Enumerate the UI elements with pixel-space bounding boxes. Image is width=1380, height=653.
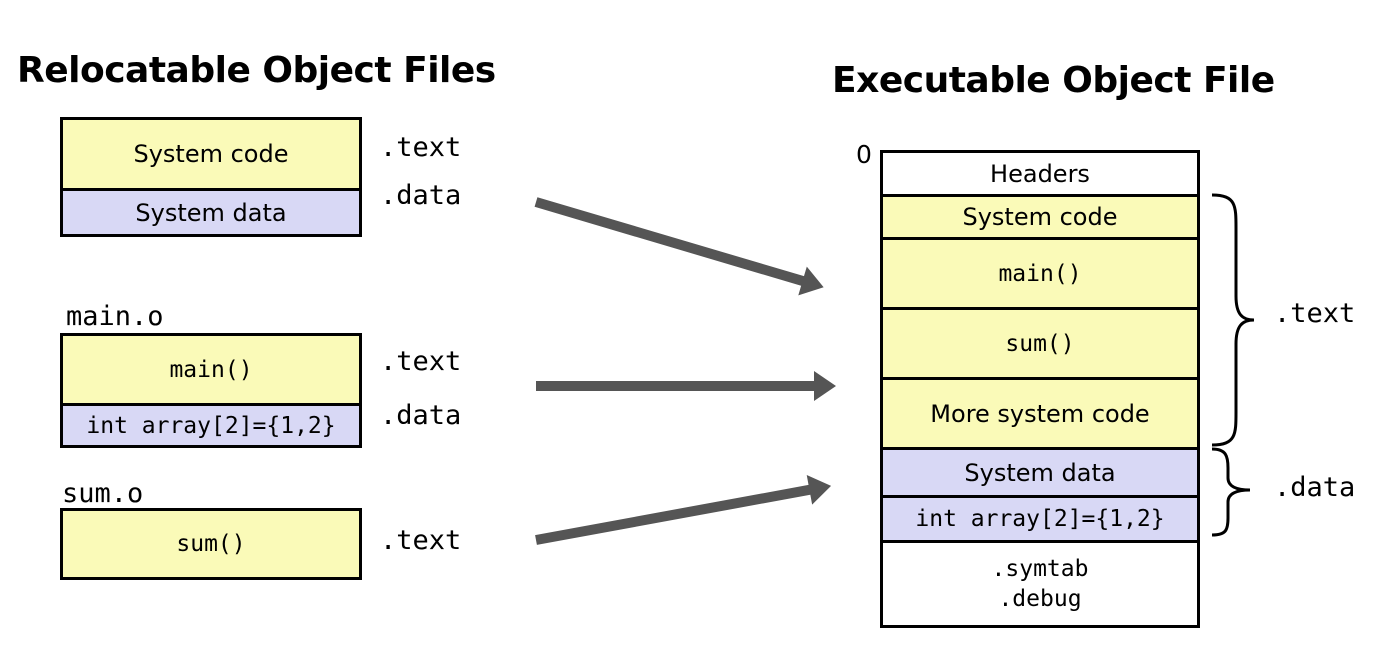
more-system-code-segment: More system code <box>883 377 1197 447</box>
address-zero: 0 <box>856 140 872 169</box>
array-data-section: int array[2]={1,2} <box>60 403 362 448</box>
file-name-main-o: main.o <box>66 301 164 332</box>
left-title: Relocatable Object Files <box>17 50 496 91</box>
system-data-segment: System data <box>883 447 1197 495</box>
text-brace <box>1211 193 1255 447</box>
debug-label: .debug <box>998 586 1082 612</box>
arrow-main <box>536 371 836 401</box>
array-data-segment: int array[2]={1,2} <box>883 495 1197 540</box>
data-brace <box>1211 447 1251 537</box>
section-label-data: .data <box>380 180 462 211</box>
section-label-data: .data <box>380 400 462 431</box>
right-title: Executable Object File <box>832 60 1275 101</box>
file-name-sum-o: sum.o <box>62 478 144 509</box>
symtab-label: .symtab <box>991 556 1089 582</box>
headers-segment: Headers <box>883 153 1197 194</box>
arrow-sum <box>535 475 832 545</box>
symtab-debug-segment: .symtab .debug <box>883 540 1197 625</box>
section-label-text: .text <box>380 132 462 163</box>
sum-function-section: sum() <box>60 508 362 580</box>
main-segment: main() <box>883 237 1197 307</box>
brace-data-label: .data <box>1274 472 1356 503</box>
arrow-system <box>534 197 824 296</box>
system-code-segment: System code <box>883 194 1197 237</box>
sum-segment: sum() <box>883 307 1197 377</box>
section-label-text: .text <box>380 525 462 556</box>
section-label-text: .text <box>380 346 462 377</box>
system-data-section: System data <box>60 188 362 237</box>
brace-text-label: .text <box>1274 298 1356 329</box>
executable-file: Headers System code main() sum() More sy… <box>880 150 1200 628</box>
